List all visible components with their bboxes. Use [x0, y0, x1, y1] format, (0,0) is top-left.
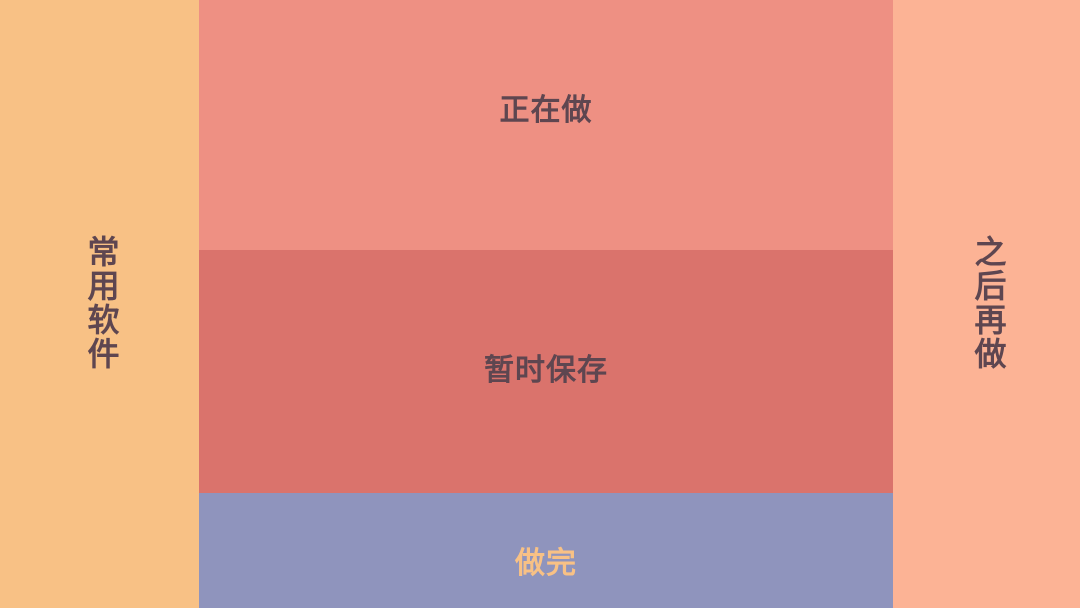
zone-do-later: 之后再做: [893, 0, 1080, 608]
zone-frequent-software: 常用软件: [0, 0, 199, 608]
zone-doing-now: 正在做: [199, 0, 893, 250]
zone-do-later-label: 之后再做: [969, 235, 1008, 371]
zone-temporary-save-label: 暂时保存: [484, 352, 608, 388]
zone-frequent-software-label: 常用软件: [82, 235, 121, 371]
zone-done-label: 做完: [515, 545, 577, 581]
zone-done: 做完: [199, 493, 893, 608]
zone-temporary-save: 暂时保存: [199, 250, 893, 493]
zone-doing-now-label: 正在做: [499, 93, 593, 128]
